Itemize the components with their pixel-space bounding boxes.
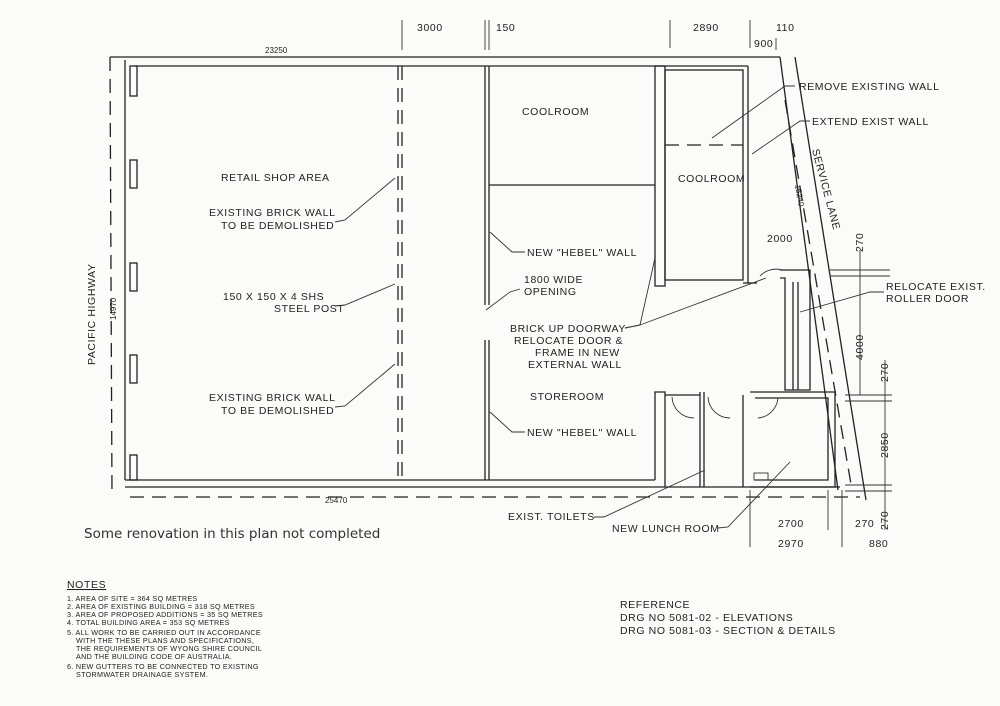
renovation-annotation: Some renovation in this plan not complet…: [84, 526, 380, 542]
dim-900: 900: [754, 38, 773, 50]
label-brick-wall-2b: TO BE DEMOLISHED: [221, 405, 334, 417]
label-brick-up-a: BRICK UP DOORWAY: [510, 323, 626, 335]
label-remove-wall: REMOVE EXISTING WALL: [799, 81, 940, 93]
note-item: 6. NEW GUTTERS TO BE CONNECTED TO EXISTI…: [67, 662, 259, 671]
dim-150: 150: [496, 22, 515, 34]
dim-270-c: 270: [879, 511, 891, 530]
label-opening-a: 1800 WIDE: [524, 274, 583, 286]
label-steel-post-a: 150 X 150 X 4 SHS: [223, 291, 324, 303]
reference-block: REFERENCE DRG NO 5081-02 - ELEVATIONS DR…: [620, 599, 836, 637]
label-hebel-1: NEW "HEBEL" WALL: [527, 247, 637, 259]
dim-270-d: 270: [855, 518, 874, 530]
label-steel-post-b: STEEL POST: [274, 303, 344, 315]
note-item: AND THE BUILDING CODE OF AUSTRALIA.: [76, 652, 232, 661]
dim-15240: 15240: [793, 184, 806, 208]
building-walls: [109, 56, 860, 498]
room-storeroom: STOREROOM: [530, 391, 604, 403]
dim-2700: 2700: [778, 518, 804, 530]
demolish-wall: [397, 66, 403, 480]
label-pacific-highway: PACIFIC HIGHWAY: [86, 263, 98, 365]
label-brick-up-b: RELOCATE DOOR &: [514, 335, 623, 347]
dim-2850: 2850: [879, 432, 891, 458]
room-coolroom-2: COOLROOM: [678, 173, 745, 185]
label-brick-up-d: EXTERNAL WALL: [528, 359, 622, 371]
label-brick-wall-1b: TO BE DEMOLISHED: [221, 220, 334, 232]
reference-item: DRG NO 5081-02 - ELEVATIONS: [620, 612, 793, 624]
note-item: 2. AREA OF EXISTING BUILDING = 318 SQ ME…: [67, 602, 255, 611]
reference-item: DRG NO 5081-03 - SECTION & DETAILS: [620, 625, 836, 637]
room-coolroom-1: COOLROOM: [522, 106, 589, 118]
notes-title: NOTES: [67, 579, 106, 591]
label-brick-up-c: FRAME IN NEW: [535, 347, 620, 359]
dim-4000: 4000: [854, 334, 866, 360]
label-brick-wall-2a: EXISTING BRICK WALL: [209, 392, 336, 404]
dimension-lines: [401, 20, 892, 547]
dim-270-b: 270: [879, 363, 891, 382]
label-service-lane: SERVICE LANE: [809, 148, 842, 232]
dim-2970: 2970: [778, 538, 804, 550]
dim-880: 880: [869, 538, 888, 550]
leader-lines: [334, 85, 884, 529]
dim-2000: 2000: [767, 233, 793, 245]
dim-3000: 3000: [417, 22, 443, 34]
note-item: 4. TOTAL BUILDING AREA = 353 SQ METRES: [67, 618, 230, 627]
label-extend-wall: EXTEND EXIST WALL: [812, 116, 929, 128]
label-roller-door-b: ROLLER DOOR: [886, 293, 969, 305]
toilets-lunchroom: [654, 391, 836, 488]
note-item: STORMWATER DRAINAGE SYSTEM.: [76, 670, 208, 679]
dim-110: 110: [776, 22, 795, 34]
dim-25470: 25470: [325, 496, 348, 505]
label-roller-door-a: RELOCATE EXIST.: [886, 281, 986, 293]
note-item: 3. AREA OF PROPOSED ADDITIONS = 35 SQ ME…: [67, 610, 263, 619]
note-item: THE REQUIREMENTS OF WYONG SHIRE COUNCIL: [76, 644, 262, 653]
label-hebel-2: NEW "HEBEL" WALL: [527, 427, 637, 439]
reference-title: REFERENCE: [620, 599, 690, 611]
label-lunch-room: NEW LUNCH ROOM: [612, 523, 720, 535]
notes-block: NOTES 1. AREA OF SITE = 364 SQ METRES 2.…: [67, 579, 263, 679]
hebel-walls: [484, 66, 655, 480]
coolroom-block: [654, 65, 811, 391]
note-item: 1. AREA OF SITE = 364 SQ METRES: [67, 594, 198, 603]
label-toilets: EXIST. TOILETS: [508, 511, 595, 523]
label-brick-wall-1a: EXISTING BRICK WALL: [209, 207, 336, 219]
dim-23250: 23250: [265, 46, 288, 55]
note-item: 5. ALL WORK TO BE CARRIED OUT IN ACCORDA…: [67, 628, 261, 637]
label-opening-b: OPENING: [524, 286, 577, 298]
room-retail: RETAIL SHOP AREA: [221, 172, 330, 184]
dim-14970: 14970: [109, 297, 118, 320]
dim-2890: 2890: [693, 22, 719, 34]
note-item: WITH THE THESE PLANS AND SPECIFICATIONS,: [76, 636, 254, 645]
dim-270-a: 270: [854, 233, 866, 252]
